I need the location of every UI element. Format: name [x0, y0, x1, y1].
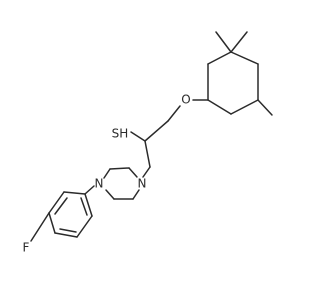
- bond: [80, 197, 88, 216]
- bond: [54, 232, 78, 238]
- bond: [144, 120, 169, 142]
- bond: [230, 99, 259, 115]
- bond: [230, 51, 259, 65]
- bond: [167, 105, 181, 122]
- bond: [132, 189, 140, 200]
- bond: [84, 193, 93, 217]
- bond: [59, 228, 77, 233]
- bond: [84, 185, 95, 195]
- bond: [257, 99, 273, 116]
- bond: [105, 189, 115, 200]
- nitrogen-label-piperazine-left: N: [95, 177, 104, 191]
- bond: [54, 197, 68, 215]
- bond: [109, 167, 130, 170]
- bond: [76, 215, 93, 238]
- bond-lines: [30, 31, 273, 242]
- structure-drawing: SH O N N F: [23, 31, 273, 255]
- sulfur-label: SH: [112, 127, 129, 141]
- atom-labels: SH O N N F: [23, 93, 191, 255]
- fluorine-label: F: [23, 241, 30, 255]
- oxygen-label: O: [181, 93, 190, 107]
- bond: [215, 31, 232, 53]
- bond: [230, 31, 248, 53]
- bond: [144, 140, 151, 168]
- nitrogen-label-piperazine-right: N: [138, 177, 147, 191]
- bond: [48, 191, 65, 214]
- molecule-canvas: SH O N N F: [23, 31, 273, 255]
- bond: [207, 99, 232, 115]
- bond: [48, 212, 56, 234]
- bond: [128, 167, 138, 178]
- bond: [130, 131, 146, 142]
- bond: [63, 191, 86, 195]
- bond: [142, 166, 151, 178]
- bond: [30, 212, 50, 242]
- bond: [103, 168, 111, 179]
- bond: [207, 51, 232, 65]
